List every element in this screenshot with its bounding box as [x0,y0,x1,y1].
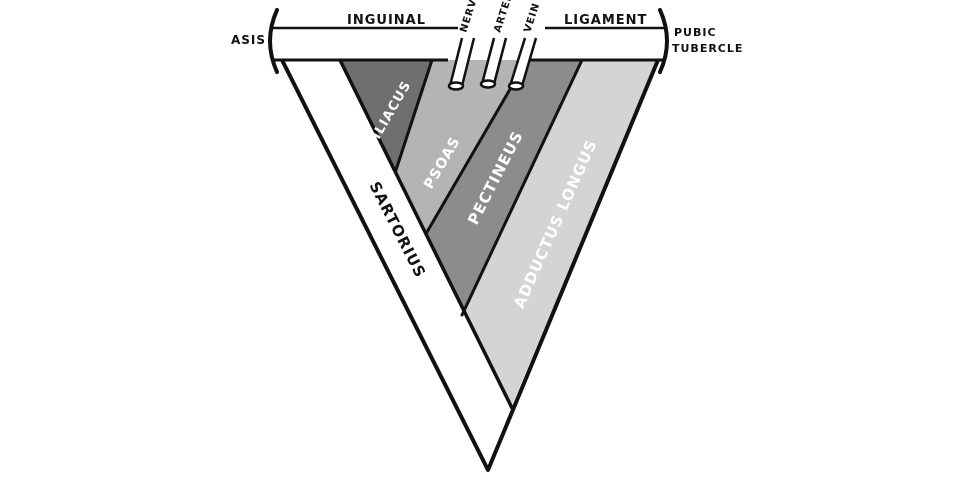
asis-end-cap [268,8,279,74]
inguinal-label: INGUINAL [347,13,426,28]
adductor-longus-region [462,60,658,405]
ligament-label: LIGAMENT [564,13,647,28]
triangle-outline [280,58,660,472]
tubercle-label: TUBERCLE [672,42,743,55]
sartorius-region [282,60,512,470]
iliacus-region [340,60,432,170]
asis-label: ASIS [231,33,266,47]
pectineus-adductor-divider [460,58,584,317]
artery-tube [479,37,508,89]
psoas-region [396,60,527,232]
nerve-tube [447,37,476,91]
pubic-tubercle-end-cap [658,8,669,74]
pectineus-region [427,60,582,315]
pubic-label: PUBIC [674,26,717,39]
sartorius-divider [338,58,514,410]
iliacus-psoas-divider [394,58,434,172]
vein-tube [507,37,538,91]
